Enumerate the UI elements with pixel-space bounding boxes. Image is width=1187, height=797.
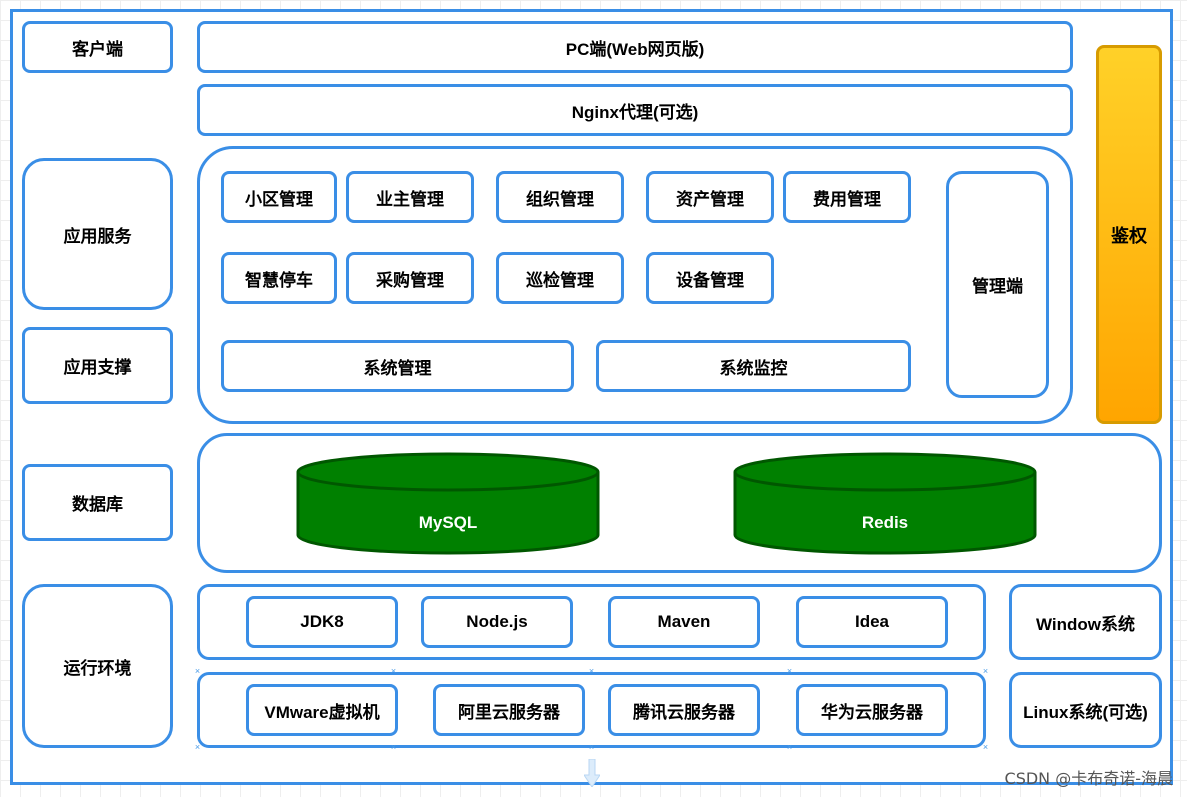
tool-jdk8: JDK8 <box>246 596 398 648</box>
selection-handle-icon[interactable]: × <box>786 742 793 752</box>
server-huawei: 华为云服务器 <box>796 684 948 736</box>
module-fee-management: 费用管理 <box>783 171 911 223</box>
os-linux: Linux系统(可选) <box>1009 672 1162 748</box>
selection-handle-icon[interactable]: × <box>194 742 201 752</box>
cylinder-icon <box>296 452 600 555</box>
module-purchase-management: 采购管理 <box>346 252 474 304</box>
module-smart-parking: 智慧停车 <box>221 252 337 304</box>
module-community-management: 小区管理 <box>221 171 337 223</box>
tool-idea: Idea <box>796 596 948 648</box>
mysql-label: MySQL <box>418 513 478 532</box>
selection-handle-icon[interactable]: × <box>390 666 397 676</box>
layer-database: 数据库 <box>22 464 173 541</box>
admin-side: 管理端 <box>946 171 1049 398</box>
os-windows: Window系统 <box>1009 584 1162 660</box>
layer-app-service: 应用服务 <box>22 158 173 310</box>
redis-label: Redis <box>861 513 909 532</box>
selection-handle-icon[interactable]: × <box>390 742 397 752</box>
system-monitoring: 系统监控 <box>596 340 911 392</box>
down-arrow-icon <box>584 759 600 787</box>
server-tencent: 腾讯云服务器 <box>608 684 760 736</box>
server-vmware: VMware虚拟机 <box>246 684 398 736</box>
layer-client: 客户端 <box>22 21 173 73</box>
cylinder-icon <box>733 452 1037 555</box>
selection-handle-icon[interactable]: × <box>588 666 595 676</box>
watermark: CSDN @卡布奇诺-海晨 <box>1004 769 1173 788</box>
layer-runtime: 运行环境 <box>22 584 173 748</box>
nginx-proxy: Nginx代理(可选) <box>197 84 1073 136</box>
pc-web-client: PC端(Web网页版) <box>197 21 1073 73</box>
mysql-database: MySQL <box>296 452 600 555</box>
selection-handle-icon[interactable]: × <box>982 742 989 752</box>
layer-app-support: 应用支撑 <box>22 327 173 404</box>
selection-handle-icon[interactable]: × <box>982 666 989 676</box>
module-owner-management: 业主管理 <box>346 171 474 223</box>
selection-handle-icon[interactable]: × <box>786 666 793 676</box>
module-inspection-management: 巡检管理 <box>496 252 624 304</box>
tool-maven: Maven <box>608 596 760 648</box>
auth-bar: 鉴权 <box>1096 45 1162 424</box>
selection-handle-icon[interactable]: × <box>194 666 201 676</box>
selection-handle-icon[interactable]: × <box>588 742 595 752</box>
server-aliyun: 阿里云服务器 <box>433 684 585 736</box>
module-equipment-management: 设备管理 <box>646 252 774 304</box>
system-management: 系统管理 <box>221 340 574 392</box>
module-asset-management: 资产管理 <box>646 171 774 223</box>
module-organization-management: 组织管理 <box>496 171 624 223</box>
tool-nodejs: Node.js <box>421 596 573 648</box>
redis-database: Redis <box>733 452 1037 555</box>
